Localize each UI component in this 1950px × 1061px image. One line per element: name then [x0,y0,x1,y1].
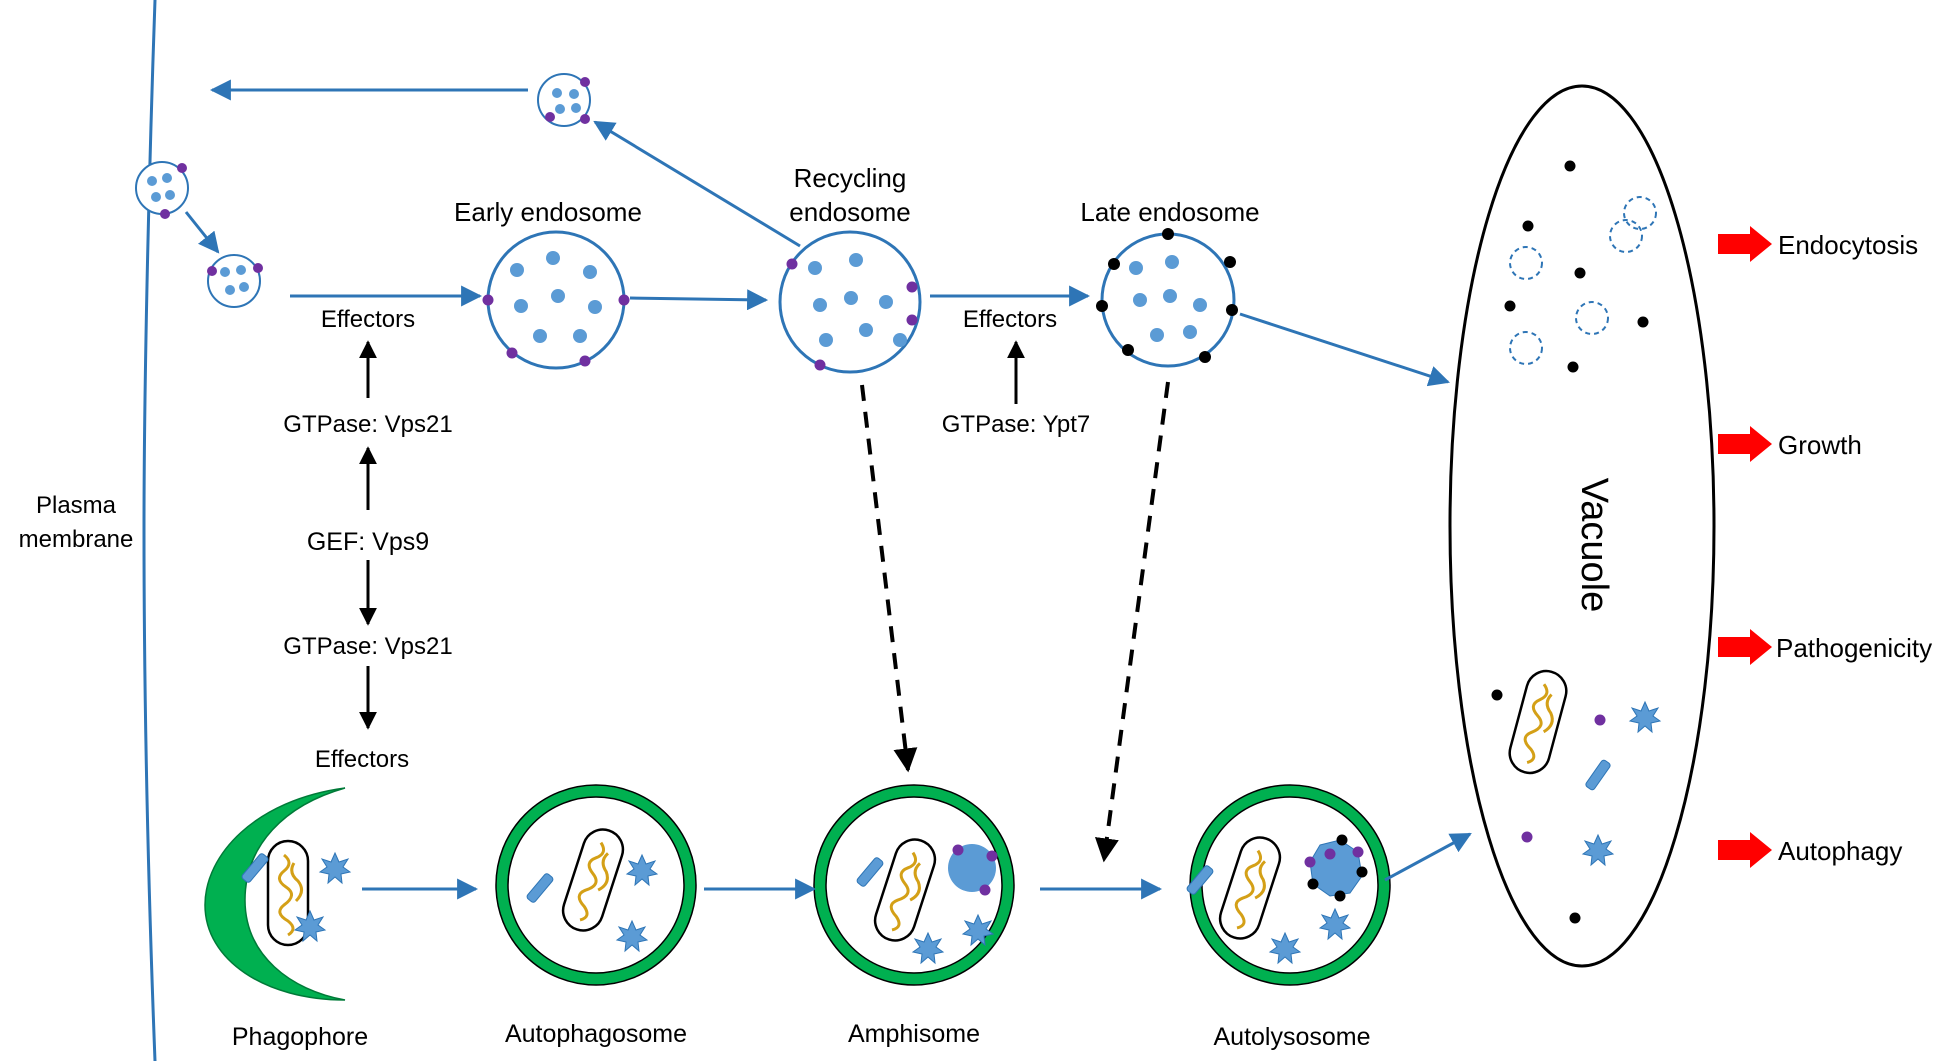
endocytic-vesicle [207,254,263,308]
outcome-label: Growth [1778,430,1862,460]
effectors-label: Effectors [963,306,1057,333]
phagophore-label: Phagophore [232,1023,368,1051]
plasma-membrane-line [142,0,157,1061]
arrow-late-to-vacuole [1239,312,1450,387]
plasma-membrane-label: membrane [19,526,134,553]
vacuole-label: Vacuole [1573,478,1615,613]
effectors-label: Effectors [315,746,409,773]
arrow-recycling-endosome-to-vesicle [593,120,801,248]
plasma-membrane-label: Plasma [36,492,117,519]
outcome-pathogenicity: Pathogenicity [1718,629,1932,665]
late-endosome-label: Late endosome [1080,197,1259,227]
gtpase-vps21-label: GTPase: Vps21 [283,411,452,438]
outcome-label: Autophagy [1778,836,1902,866]
outcome-endocytosis: Endocytosis [1718,226,1918,262]
gef-vps9-label: GEF: Vps9 [307,528,429,556]
outcome-autophagy: Autophagy [1718,832,1902,868]
gtpase-vps21-label: GTPase: Vps21 [283,633,452,660]
recycling-endosome [778,230,922,374]
late-endosome [1096,228,1238,368]
dashed-arrow-late-to-autolysosome [1094,381,1170,863]
outcome-growth: Growth [1718,426,1862,462]
amphisome-label: Amphisome [848,1020,980,1048]
arrow-early-to-recycling [629,289,769,311]
recycling-vesicle [537,73,591,127]
recycling-endosome-label: endosome [789,197,910,227]
autophagosome-label: Autophagosome [505,1020,687,1048]
recycling-endosome-label: Recycling [794,163,907,193]
budding-vesicle [135,161,189,219]
early-endosome-label: Early endosome [454,197,642,227]
autolysosome [1185,784,1391,986]
gtpase-ypt7-label: GTPase: Ypt7 [942,411,1091,438]
vacuole [1448,84,1716,968]
autophagosome [495,784,697,986]
outcome-label: Pathogenicity [1776,633,1932,663]
phagophore [204,787,351,1001]
arrow-budding-to-vesicle [184,211,220,254]
autolysosome-label: Autolysosome [1213,1023,1370,1051]
early-endosome [482,230,630,370]
outcome-label: Endocytosis [1778,230,1918,260]
dashed-arrow-recycling-to-amphisome [860,384,918,773]
effectors-label: Effectors [321,306,415,333]
amphisome [813,784,1015,986]
arrow-autolysosome-to-vacuole [1384,832,1472,882]
